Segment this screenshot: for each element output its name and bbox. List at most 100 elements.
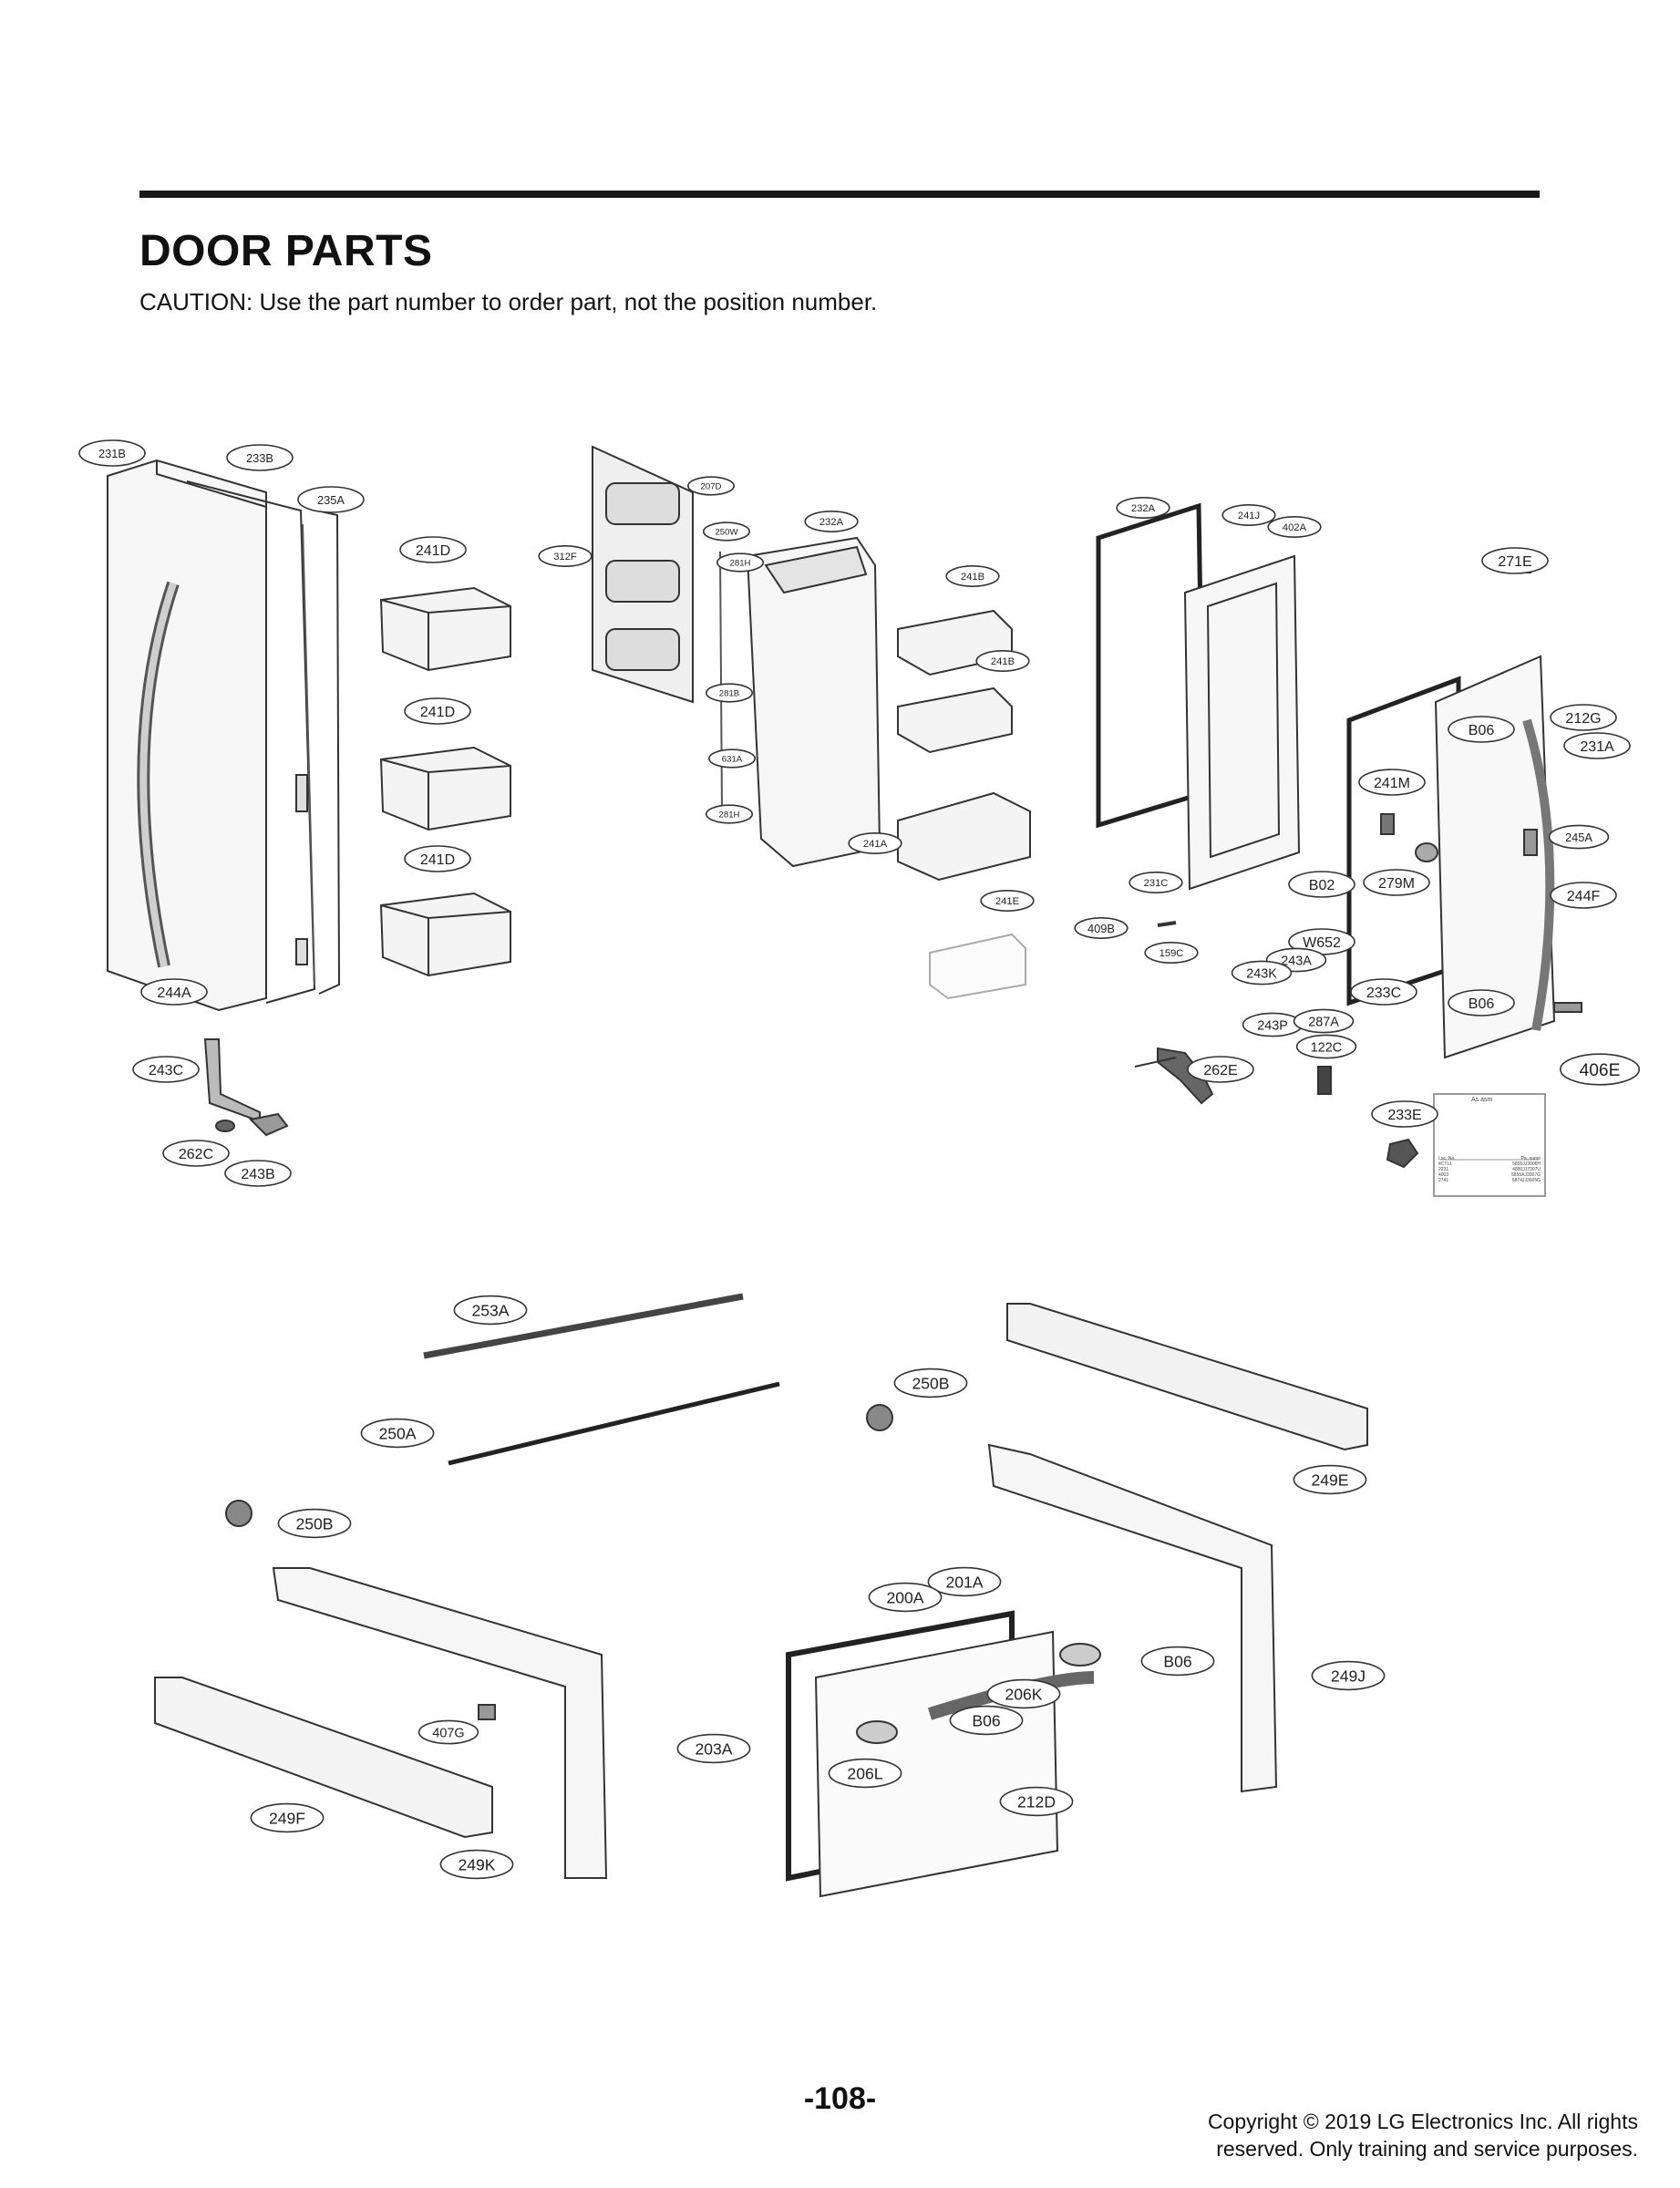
callout-bubble [893,1368,968,1398]
callout-label: 312F [553,552,577,562]
callout-B06: B06 [1140,1646,1215,1677]
inset-cell: 4880JJ7007U [1512,1167,1541,1172]
callout-label: 243A [1281,954,1312,968]
callout-label: B06 [1469,996,1495,1012]
callout-bubble [417,1719,479,1745]
callout-bubble [132,1056,200,1083]
callout-label: 243P [1257,1018,1288,1033]
callout-232A: 232A [804,510,859,532]
callout-label: 249F [269,1810,305,1828]
callout-label: 287A [1308,1015,1339,1029]
callout-250B: 250B [277,1508,352,1539]
callout-212G: 212G [1550,704,1617,731]
callout-bubble [1311,1660,1386,1691]
callout-281B: 281B [705,683,753,703]
callout-bubble [1550,704,1617,731]
callout-241B: 241B [975,649,1030,672]
callout-241D: 241D [399,536,467,563]
callout-bubble [250,1802,325,1833]
callout-label: 232A [819,517,844,528]
inset-cell: 4CTL1 [1438,1161,1453,1167]
callout-bubble [1288,871,1355,898]
callout-244F: 244F [1550,882,1617,909]
callout-label: 241A [863,839,888,850]
callout-bubble [226,444,294,471]
callout-407G: 407G [417,1719,479,1745]
callout-label: 250W [715,528,738,538]
hinge-parts-left [203,1038,289,1137]
callout-label: 241J [1238,511,1260,521]
inset-cell: 5874JJ3005G [1511,1178,1541,1183]
callout-233B: 233B [226,444,294,471]
inset-cell: 4003 [1438,1172,1449,1178]
callout-bubble [297,486,365,513]
callout-231C: 231C [1129,871,1183,893]
callout-bubble [804,510,859,532]
callout-206L: 206L [828,1758,902,1789]
callout-label: B06 [972,1712,1001,1730]
callout-bubble [1116,496,1170,519]
callout-250B: 250B [893,1368,968,1398]
inset-table-row: 2741 5874JJ3005G [1438,1178,1541,1183]
callout-label: 241E [995,896,1019,907]
inset-cell: 5855JJ3006H [1512,1161,1541,1167]
callout-bubble [676,1733,751,1764]
callout-281H: 281H [705,804,753,824]
callout-bubble [848,831,902,854]
callout-bubble [1187,1056,1254,1083]
callout-label: 409B [1087,922,1115,935]
callout-bubble [975,649,1030,672]
left-door-assembly [107,459,341,1012]
page-number: -108- [803,2081,877,2116]
callout-label: 241D [416,543,450,559]
callout-label: 262C [179,1147,213,1162]
callout-bubble [1448,989,1515,1017]
callout-label: 233B [246,451,273,465]
callout-B06: B06 [1448,716,1515,743]
callout-label: 201A [945,1574,983,1592]
callout-287A: 287A [1293,1008,1355,1034]
callout-244A: 244A [140,978,208,1006]
callout-label: 244A [157,986,191,1001]
inset-table-title: As asm [1471,1097,1493,1103]
callout-label: 249J [1331,1667,1366,1686]
callout-label: 231C [1144,878,1169,889]
callout-bubble [1267,515,1322,538]
callout-231A: 231A [1563,732,1631,759]
callout-bubble [453,1295,528,1326]
inset-cell: 2741 [1438,1178,1449,1183]
callout-231B: 231B [78,439,146,467]
callout-245A: 245A [1548,824,1610,850]
callout-243K: 243K [1231,960,1293,986]
callout-bubble [927,1566,1002,1597]
callout-label: 249E [1311,1471,1348,1490]
callout-label: 159C [1160,948,1184,959]
callout-bubble [1293,1464,1367,1495]
callout-bubble [1448,716,1515,743]
callout-bubble [1550,882,1617,909]
callout-bubble [1363,869,1430,896]
callout-B02: B02 [1288,871,1355,898]
inset-table-header-col2: Pa. name [1520,1156,1541,1161]
callout-281H: 281H [716,552,764,573]
callout-label: 207D [701,482,722,492]
callout-B06: B06 [949,1705,1024,1736]
callout-label: 233C [1366,986,1401,1001]
callout-bubble [702,521,750,542]
callout-bubble [828,1758,902,1789]
callout-label: 402A [1283,522,1307,533]
callout-bubble [162,1140,230,1167]
header-rule [139,191,1540,198]
callout-label: 241B [991,656,1015,667]
callout-bubble [986,1678,1061,1709]
copyright-line-1: Copyright © 2019 LG Electronics Inc. All… [1207,2110,1638,2133]
callout-241J: 241J [1221,503,1276,526]
callout-bubble [686,476,735,496]
callout-label: 250B [295,1515,333,1533]
callout-label: 122C [1311,1040,1342,1055]
inset-table-row: 4CTL1 5855JJ3006H [1438,1161,1541,1167]
callout-label: 281H [730,559,751,569]
